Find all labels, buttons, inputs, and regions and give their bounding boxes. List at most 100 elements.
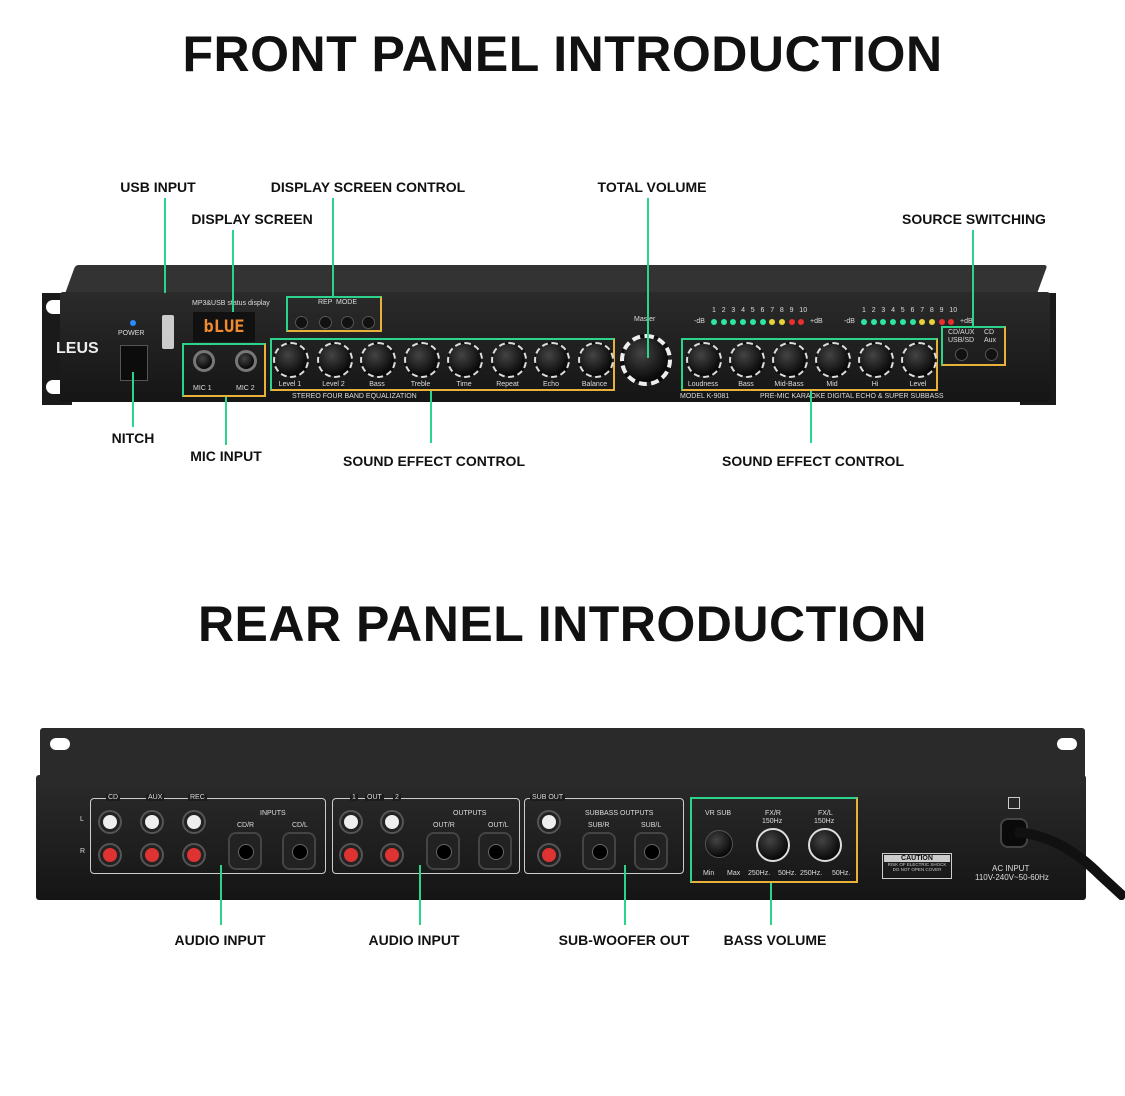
outr-label: OUT/R [433, 822, 455, 829]
callout-line [332, 198, 334, 296]
effect-knob[interactable] [686, 342, 722, 378]
next-button[interactable] [362, 316, 375, 329]
meter-led [870, 319, 877, 325]
meter-led [711, 319, 717, 325]
hz150-label: 150Hz [762, 818, 783, 825]
meter-led [769, 319, 776, 325]
play-pause-button[interactable] [319, 316, 332, 329]
rec-r-rca[interactable] [184, 845, 204, 865]
master-volume-knob[interactable] [620, 334, 672, 386]
callout-line [232, 230, 234, 312]
effect-knob[interactable] [273, 342, 309, 378]
outputs-group [332, 798, 520, 874]
source-label: CD/AUX [948, 329, 975, 336]
meter-tick-label: 10 [949, 307, 958, 314]
previous-button[interactable] [295, 316, 308, 329]
power-switch[interactable] [120, 345, 148, 381]
fxr-knob[interactable] [756, 828, 790, 862]
vr-sub-knob[interactable] [705, 830, 733, 858]
callout-line [430, 391, 432, 443]
meter-tick-label: 7 [770, 307, 775, 314]
inputs-group [90, 798, 326, 874]
source-button-2[interactable] [985, 348, 998, 361]
knob-label: Bass [369, 381, 385, 388]
usb-port[interactable] [162, 315, 174, 349]
fxl-label: FX/L [818, 810, 833, 817]
callout-bass-volume: BASS VOLUME [723, 932, 827, 948]
mic-2-jack[interactable] [235, 350, 257, 372]
callout-audio-input-1: AUDIO INPUT [174, 932, 266, 948]
source-label: Aux [984, 337, 997, 344]
meter-led [861, 319, 867, 325]
right-caption: PRE-MIC KARAOKE DIGITAL ECHO & SUPER SUB… [760, 393, 944, 400]
caution-title: CAUTION [884, 855, 950, 862]
left-effects-box [270, 338, 615, 391]
hz250-label: 250Hz. [800, 870, 823, 877]
mode-button[interactable] [341, 316, 354, 329]
hz50-label: 50Hz. [778, 870, 797, 877]
callout-total-volume: TOTAL VOLUME [597, 179, 707, 195]
callout-source-switching: SOURCE SWITCHING [902, 211, 1046, 227]
effect-knob[interactable] [815, 342, 851, 378]
rack-hole [1057, 738, 1077, 750]
meter-led [880, 319, 887, 325]
meter-tick-label: 4 [891, 307, 895, 314]
effect-knob[interactable] [729, 342, 765, 378]
callout-display-screen-control: DISPLAY SCREEN CONTROL [270, 179, 466, 195]
effect-knob[interactable] [858, 342, 894, 378]
meter-led [928, 319, 935, 325]
cdr-label: CD/R [237, 822, 255, 829]
meter-led [948, 319, 955, 325]
sub-l-jack[interactable] [634, 832, 668, 870]
effect-knob[interactable] [534, 342, 570, 378]
out-l-jack[interactable] [478, 832, 512, 870]
sub-out-l-rca[interactable] [539, 812, 559, 832]
mic-1-jack[interactable] [193, 350, 215, 372]
out-r-jack[interactable] [426, 832, 460, 870]
effect-knob[interactable] [360, 342, 396, 378]
meter-db-plus: +dB [810, 318, 823, 325]
cd-r-rca[interactable] [100, 845, 120, 865]
effect-knob[interactable] [901, 342, 937, 378]
eq-caption: STEREO FOUR BAND EQUALIZATION [292, 393, 417, 400]
out-2-label: 2 [393, 794, 401, 801]
meter-db-plus: +dB [960, 318, 973, 325]
master-label: Master [634, 316, 656, 323]
cd-l-jack[interactable] [282, 832, 316, 870]
fxl-knob[interactable] [808, 828, 842, 862]
sub-r-jack[interactable] [582, 832, 616, 870]
callout-line [132, 372, 134, 427]
out-1-l-rca[interactable] [341, 812, 361, 832]
cd-r-jack[interactable] [228, 832, 262, 870]
rec-l-rca[interactable] [184, 812, 204, 832]
mode-label: MODE [336, 299, 357, 306]
right-effects-box [681, 338, 938, 391]
meter-led [938, 319, 945, 325]
out-2-r-rca[interactable] [382, 845, 402, 865]
effect-knob[interactable] [403, 342, 440, 378]
aux-r-rca[interactable] [142, 845, 162, 865]
meter-db-minus: -dB [694, 318, 705, 325]
out-2-l-rca[interactable] [382, 812, 402, 832]
out-1-r-rca[interactable] [341, 845, 361, 865]
effect-knob[interactable] [316, 342, 353, 378]
aux-l-rca[interactable] [142, 812, 162, 832]
effect-knob[interactable] [772, 342, 808, 378]
cd-l-rca[interactable] [100, 812, 120, 832]
callout-usb-input: USB INPUT [120, 179, 196, 195]
callout-line [419, 865, 421, 925]
effect-knob[interactable] [490, 342, 527, 378]
callout-audio-input-2: AUDIO INPUT [368, 932, 460, 948]
brand-logo: LEUS [56, 340, 99, 357]
effect-knob[interactable] [577, 342, 614, 378]
callout-display-screen: DISPLAY SCREEN [191, 211, 313, 227]
meter-led [778, 319, 785, 325]
meter-tick-label: 1 [712, 307, 716, 314]
effect-knob[interactable] [447, 342, 483, 378]
source-button-1[interactable] [955, 348, 968, 361]
source-label: CD [984, 329, 995, 336]
meter-tick-label: 3 [881, 307, 886, 314]
sub-out-r-rca[interactable] [539, 845, 559, 865]
callout-sound-effect-left: SOUND EFFECT CONTROL [343, 453, 525, 469]
knob-label: Echo [543, 381, 559, 388]
